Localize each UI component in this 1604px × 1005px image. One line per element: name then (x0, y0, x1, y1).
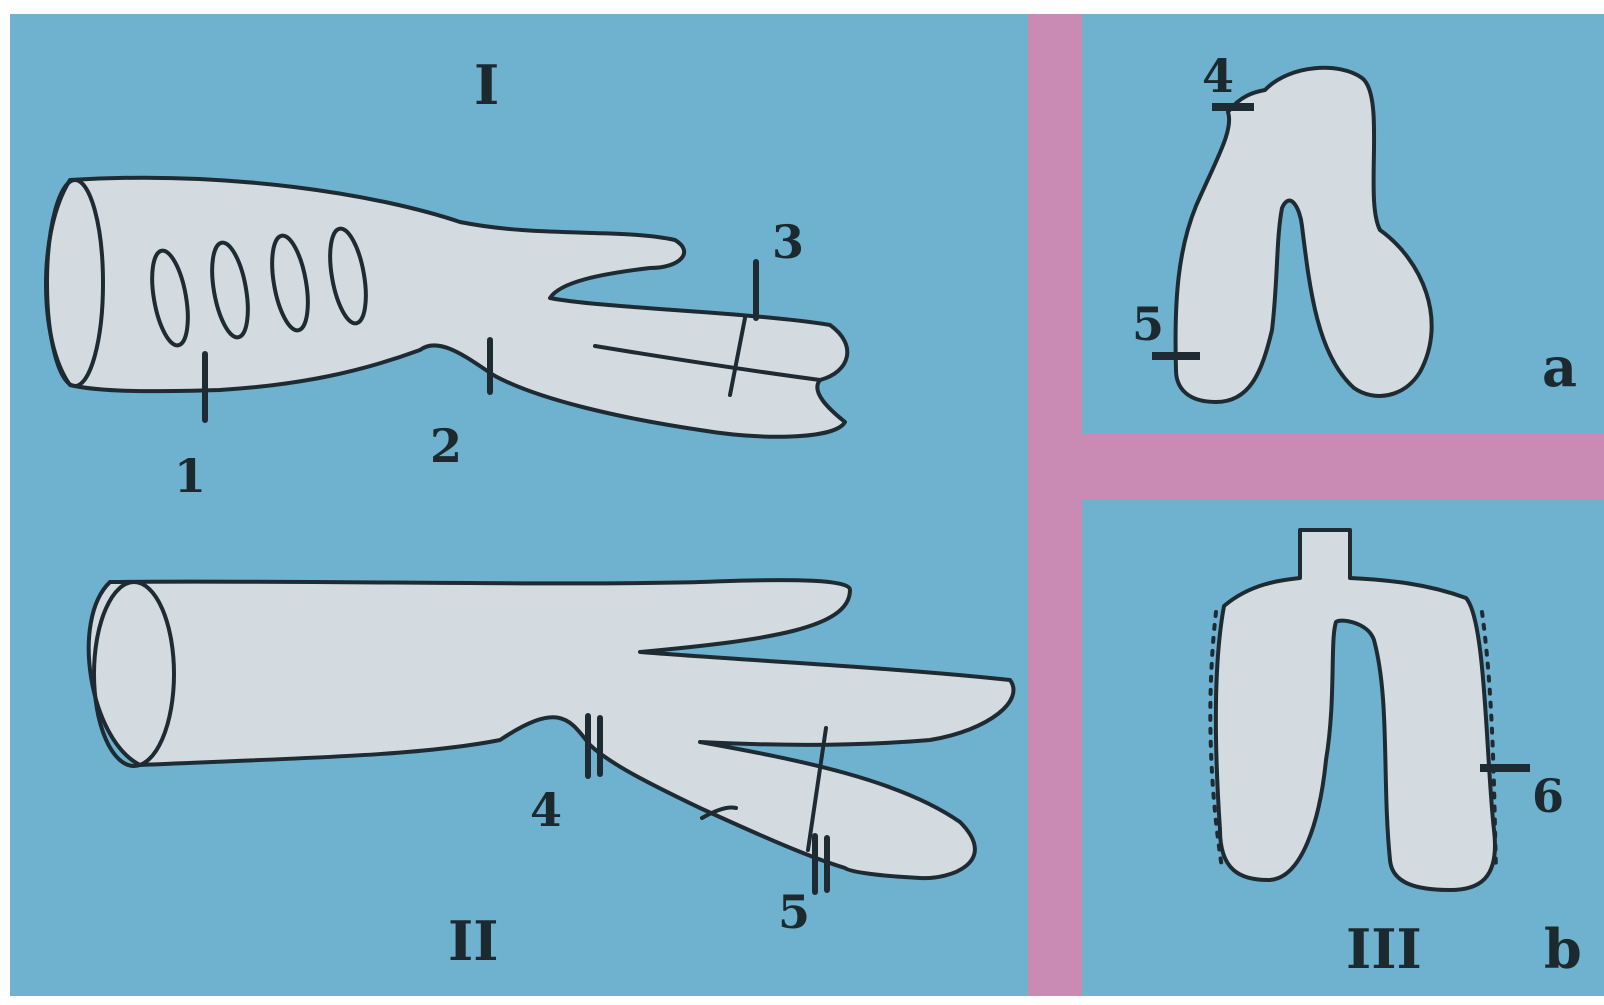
label-3: 3 (772, 215, 804, 269)
label-letter-a: a (1542, 335, 1577, 399)
label-roman-ii: II (448, 909, 499, 973)
label-1: 1 (174, 449, 206, 503)
label-4-ii: 4 (530, 783, 562, 837)
label-roman-iii: III (1346, 917, 1422, 981)
label-roman-i: I (474, 53, 499, 117)
label-5-a: 5 (1132, 297, 1164, 351)
horizontal-divider (1082, 434, 1604, 500)
label-5-ii: 5 (778, 885, 810, 939)
label-2: 2 (430, 419, 462, 473)
label-letter-b: b (1544, 917, 1582, 981)
label-4-a: 4 (1202, 49, 1234, 103)
vertical-divider (1028, 14, 1082, 996)
label-6: 6 (1532, 769, 1564, 823)
